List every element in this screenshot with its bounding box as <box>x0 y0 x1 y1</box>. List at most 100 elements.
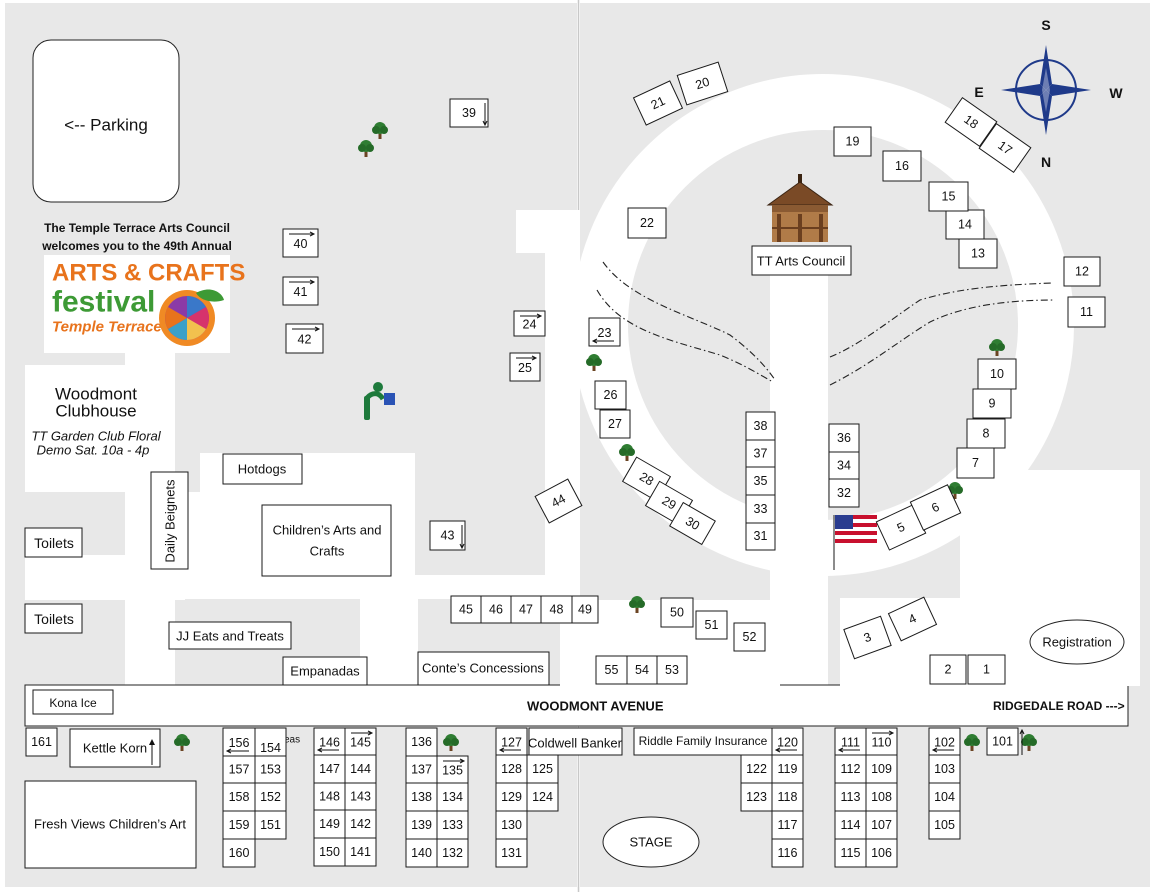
booth-140[interactable]: 140 <box>405 838 438 868</box>
booth-19[interactable]: 19 <box>833 126 872 157</box>
booth-21[interactable]: 21 <box>632 80 684 126</box>
booth-145[interactable]: 145 <box>344 727 377 756</box>
booth-2[interactable]: 2 <box>929 654 967 685</box>
booth-105[interactable]: 105 <box>928 810 961 840</box>
booth-108[interactable]: 108 <box>865 782 898 812</box>
booth-55[interactable]: 55 <box>595 655 628 685</box>
booth-15[interactable]: 15 <box>928 181 969 212</box>
booth-120[interactable]: 120 <box>771 727 804 756</box>
booth-24[interactable]: 24 <box>513 310 546 337</box>
booth-36[interactable]: 36 <box>828 423 860 453</box>
booth-131[interactable]: 131 <box>495 838 528 868</box>
booth-130[interactable]: 130 <box>495 810 528 840</box>
fresh-views-stall[interactable]: Fresh Views Children’s Art <box>24 780 197 869</box>
kona-ice-stall[interactable]: Kona Ice <box>32 689 114 715</box>
booth-127[interactable]: 127 <box>495 727 528 756</box>
booth-38[interactable]: 38 <box>745 411 776 441</box>
coldwell-banker-stall[interactable]: Coldwell Banker <box>528 727 623 756</box>
booth-32[interactable]: 32 <box>828 478 860 508</box>
booth-46[interactable]: 46 <box>480 595 512 624</box>
empanadas-stall[interactable]: Empanadas <box>282 656 368 686</box>
booth-111[interactable]: 111 <box>834 727 867 756</box>
booth-128[interactable]: 128 <box>495 754 528 784</box>
booth-137[interactable]: 137 <box>405 755 438 784</box>
booth-16[interactable]: 16 <box>882 150 922 182</box>
registration-tent[interactable]: Registration <box>1029 619 1125 665</box>
parking-area[interactable]: <-- Parking <box>32 39 180 203</box>
childrens-arts-stall[interactable]: Children’s Arts and Crafts <box>261 504 392 577</box>
booth-39[interactable]: 39 <box>449 98 489 128</box>
booth-14[interactable]: 14 <box>945 209 985 240</box>
booth-34[interactable]: 34 <box>828 451 860 480</box>
booth-147[interactable]: 147 <box>313 754 346 784</box>
booth-139[interactable]: 139 <box>405 810 438 840</box>
booth-102[interactable]: 102 <box>928 727 961 756</box>
toilets-south[interactable]: Toilets <box>24 603 83 634</box>
booth-110[interactable]: 110 <box>865 727 898 756</box>
toilets-north[interactable]: Toilets <box>24 527 83 558</box>
booth-106[interactable]: 106 <box>865 838 898 868</box>
booth-7[interactable]: 7 <box>956 447 995 479</box>
booth-11[interactable]: 11 <box>1067 296 1106 328</box>
booth-22[interactable]: 22 <box>627 207 667 239</box>
booth-118[interactable]: 118 <box>771 782 804 812</box>
booth-27[interactable]: 27 <box>599 409 631 439</box>
booth-6[interactable]: 6 <box>909 484 962 531</box>
booth-20[interactable]: 20 <box>676 61 729 106</box>
booth-112[interactable]: 112 <box>834 754 867 784</box>
booth-159[interactable]: 159 <box>222 810 256 840</box>
booth-26[interactable]: 26 <box>594 380 627 410</box>
booth-54[interactable]: 54 <box>626 655 658 685</box>
booth-40[interactable]: 40 <box>282 228 319 258</box>
hotdogs-stall[interactable]: Hotdogs <box>222 453 303 485</box>
booth-142[interactable]: 142 <box>344 809 377 839</box>
booth-141[interactable]: 141 <box>344 837 377 867</box>
booth-114[interactable]: 114 <box>834 810 867 840</box>
booth-48[interactable]: 48 <box>540 595 573 624</box>
booth-5[interactable]: 5 <box>875 504 927 551</box>
booth-116[interactable]: 116 <box>771 838 804 868</box>
booth-107[interactable]: 107 <box>865 810 898 840</box>
booth-123[interactable]: 123 <box>740 782 773 812</box>
booth-13[interactable]: 13 <box>958 238 998 269</box>
booth-154[interactable]: 154 <box>254 727 287 757</box>
booth-12[interactable]: 12 <box>1063 256 1101 287</box>
booth-109[interactable]: 109 <box>865 754 898 784</box>
booth-10[interactable]: 10 <box>977 358 1017 390</box>
booth-101[interactable]: 101 <box>986 727 1025 756</box>
booth-42[interactable]: 42 <box>285 323 324 354</box>
booth-9[interactable]: 9 <box>972 388 1012 419</box>
daily-beignets-stall[interactable]: Daily Beignets <box>150 471 189 570</box>
booth-125[interactable]: 125 <box>526 754 559 784</box>
booth-52[interactable]: 52 <box>733 622 766 652</box>
booth-49[interactable]: 49 <box>571 595 599 624</box>
booth-30[interactable]: 30 <box>669 501 716 546</box>
booth-129[interactable]: 129 <box>495 782 528 812</box>
booth-156[interactable]: 156 <box>222 727 256 757</box>
booth-17[interactable]: 17 <box>978 122 1032 174</box>
kettle-korn-stall[interactable]: Kettle Korn <box>69 728 161 768</box>
booth-136[interactable]: 136 <box>405 727 438 757</box>
booth-35[interactable]: 35 <box>745 466 776 496</box>
booth-160[interactable]: 160 <box>222 838 256 868</box>
booth-161[interactable]: 161 <box>25 727 58 757</box>
booth-103[interactable]: 103 <box>928 754 961 784</box>
riddle-insurance-stall[interactable]: Riddle Family Insurance <box>633 727 773 756</box>
booth-153[interactable]: 153 <box>254 755 287 784</box>
booth-41[interactable]: 41 <box>282 276 319 306</box>
booth-1[interactable]: 1 <box>967 654 1006 685</box>
booth-119[interactable]: 119 <box>771 754 804 784</box>
booth-143[interactable]: 143 <box>344 782 377 811</box>
booth-8[interactable]: 8 <box>966 418 1006 449</box>
booth-150[interactable]: 150 <box>313 837 346 867</box>
jj-eats-stall[interactable]: JJ Eats and Treats <box>168 621 292 650</box>
booth-149[interactable]: 149 <box>313 809 346 839</box>
stage[interactable]: STAGE <box>602 816 700 868</box>
tt-arts-council-booth[interactable]: TT Arts Council <box>751 245 852 276</box>
booth-44[interactable]: 44 <box>534 478 583 524</box>
booth-158[interactable]: 158 <box>222 782 256 812</box>
booth-117[interactable]: 117 <box>771 810 804 840</box>
booth-152[interactable]: 152 <box>254 782 287 812</box>
booth-151[interactable]: 151 <box>254 810 287 840</box>
booth-134[interactable]: 134 <box>436 782 469 812</box>
